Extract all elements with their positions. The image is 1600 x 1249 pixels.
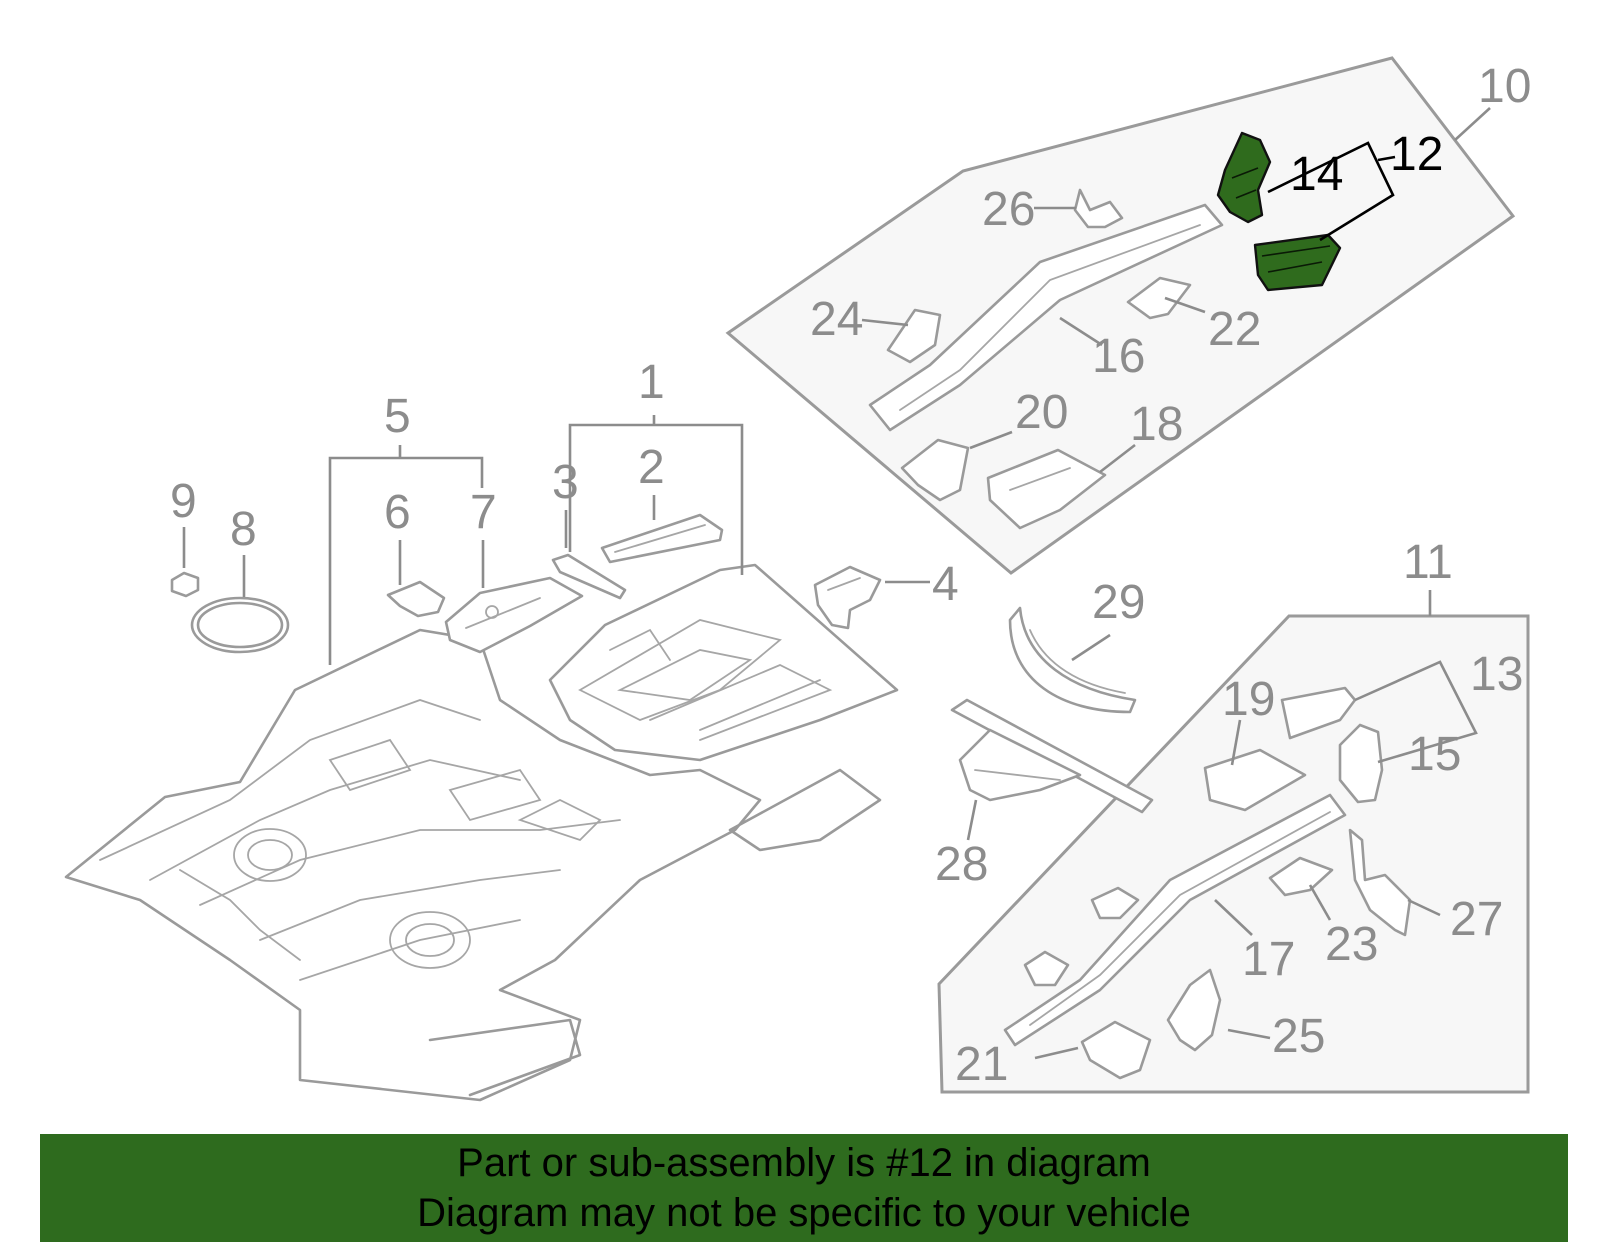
part-18-bracket[interactable] [986,448,1107,530]
part-21-bracket[interactable] [1080,1020,1152,1080]
callout-22: 22 [1208,303,1261,356]
callout-9: 9 [170,475,197,528]
callout-26: 26 [982,183,1035,236]
callout-21: 21 [955,1038,1008,1091]
callout-28: 28 [935,838,988,891]
part-3-bracket[interactable] [551,553,627,600]
part-25-bracket[interactable] [1166,968,1222,1052]
part-19-bracket[interactable] [1203,748,1307,812]
callout-8: 8 [230,503,257,556]
part-26-bracket[interactable] [1073,188,1124,229]
callout-numbers: 1 2 3 4 5 6 7 8 9 10 11 12 13 14 15 16 1… [170,60,1531,1091]
callout-5: 5 [384,390,411,443]
callout-15: 15 [1408,728,1461,781]
callout-25: 25 [1272,1010,1325,1063]
callout-13: 13 [1470,648,1523,701]
callout-23: 23 [1325,918,1378,971]
callout-6: 6 [384,486,411,539]
leader-lines [182,107,1491,1060]
part-22-bracket[interactable] [1126,276,1192,320]
callout-16: 16 [1092,330,1145,383]
part-24-bracket[interactable] [886,308,942,364]
part-9-plug[interactable] [170,571,200,598]
part-15-bracket[interactable] [1338,723,1384,804]
part-29-arch[interactable] [1008,606,1137,714]
banner-line-2: Diagram may not be specific to your vehi… [417,1191,1191,1235]
part-mount-bracket [1023,886,1140,987]
part-8-seal-ring[interactable] [190,596,290,654]
part-4-bracket[interactable] [813,565,882,630]
inset-panel-10 [725,56,1516,575]
callout-12: 12 [1390,128,1443,181]
callout-14: 14 [1290,148,1343,201]
callout-11: 11 [1403,536,1453,589]
part-17-rail[interactable] [1003,793,1347,1047]
banner-line-1: Part or sub-assembly is #12 in diagram [457,1141,1151,1185]
rear-floor-pan[interactable] [64,628,882,1102]
callout-10: 10 [1478,60,1531,113]
callout-17: 17 [1242,933,1295,986]
callout-19: 19 [1222,673,1275,726]
part-1-floor-center[interactable] [548,563,899,762]
callout-18: 18 [1130,398,1183,451]
part-13-reinforcement[interactable] [1280,686,1357,740]
part-27-bracket[interactable] [1348,828,1412,937]
part-6-bracket[interactable] [386,580,446,618]
part-23-bracket[interactable] [1268,856,1334,897]
part-7-panel[interactable] [444,576,584,654]
callout-24: 24 [810,293,863,346]
callout-20: 20 [1015,386,1068,439]
callout-27: 27 [1450,893,1503,946]
callout-29: 29 [1092,576,1145,629]
part-2-crossmember[interactable] [600,513,724,564]
callout-7: 7 [470,486,497,539]
callout-3: 3 [552,456,579,509]
callout-4: 4 [932,558,959,611]
part-28-crossmember[interactable] [950,698,1154,814]
part-20-bracket[interactable] [900,438,970,502]
part-14-highlighted-bracket[interactable] [1216,131,1272,224]
callout-1: 1 [638,356,665,409]
part-16-rail[interactable] [868,203,1224,432]
callout-2: 2 [638,441,665,494]
info-banner: Part or sub-assembly is #12 in diagram D… [40,1134,1568,1242]
